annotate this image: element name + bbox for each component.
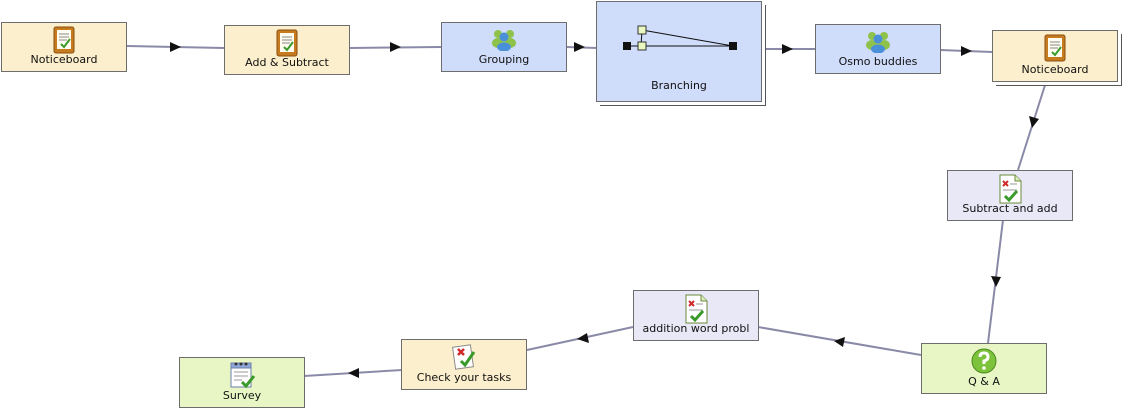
arrowhead <box>170 42 181 52</box>
activity-addition-word-problems[interactable]: addition word probl <box>633 290 759 341</box>
branch-icon <box>623 25 737 51</box>
noticeboard-icon <box>1044 34 1066 62</box>
arrowhead <box>961 46 972 56</box>
activity-label: Osmo buddies <box>838 55 918 68</box>
activity-q-and-a[interactable]: Q & A <box>921 343 1047 394</box>
activity-label: Noticeboard <box>1021 63 1089 76</box>
activity-check-your-tasks[interactable]: Check your tasks <box>401 339 527 390</box>
activity-label: Q & A <box>968 375 1000 388</box>
question-mark-icon <box>971 348 997 374</box>
assessment-icon <box>685 294 708 324</box>
arrowhead <box>348 368 359 378</box>
checklist-icon <box>451 344 476 370</box>
survey-icon <box>230 362 256 389</box>
arrowhead <box>390 42 401 52</box>
activity-label: Grouping <box>478 53 530 66</box>
noticeboard-icon <box>276 29 298 57</box>
activity-label: Add & Subtract <box>245 56 329 69</box>
assessment-icon <box>999 174 1022 204</box>
arrowhead <box>782 44 793 54</box>
activity-label: Branching <box>651 79 707 92</box>
activity-noticeboard-2[interactable]: Noticeboard <box>992 30 1118 82</box>
arrowhead <box>574 42 585 52</box>
activity-subtract-and-add[interactable]: Subtract and add <box>947 170 1073 221</box>
activity-survey[interactable]: Survey <box>179 357 305 408</box>
activity-label: Subtract and add <box>962 202 1058 215</box>
activity-label: Survey <box>222 389 262 402</box>
activity-branching[interactable]: Branching <box>596 1 762 102</box>
arrowhead <box>577 333 589 343</box>
activity-label: Check your tasks <box>416 371 512 384</box>
activity-label: addition word probl <box>642 322 750 335</box>
activity-grouping[interactable]: Grouping <box>441 22 567 72</box>
activity-label: Noticeboard <box>30 53 98 66</box>
arrowhead <box>991 276 1001 287</box>
noticeboard-icon <box>53 26 75 54</box>
arrowhead <box>1029 116 1039 128</box>
activity-add-subtract[interactable]: Add & Subtract <box>224 25 350 75</box>
activity-noticeboard-1[interactable]: Noticeboard <box>1 22 127 72</box>
people-group-icon <box>866 32 890 53</box>
people-group-icon <box>492 30 516 51</box>
arrowhead <box>834 337 845 347</box>
activity-osmo-buddies[interactable]: Osmo buddies <box>815 24 941 74</box>
